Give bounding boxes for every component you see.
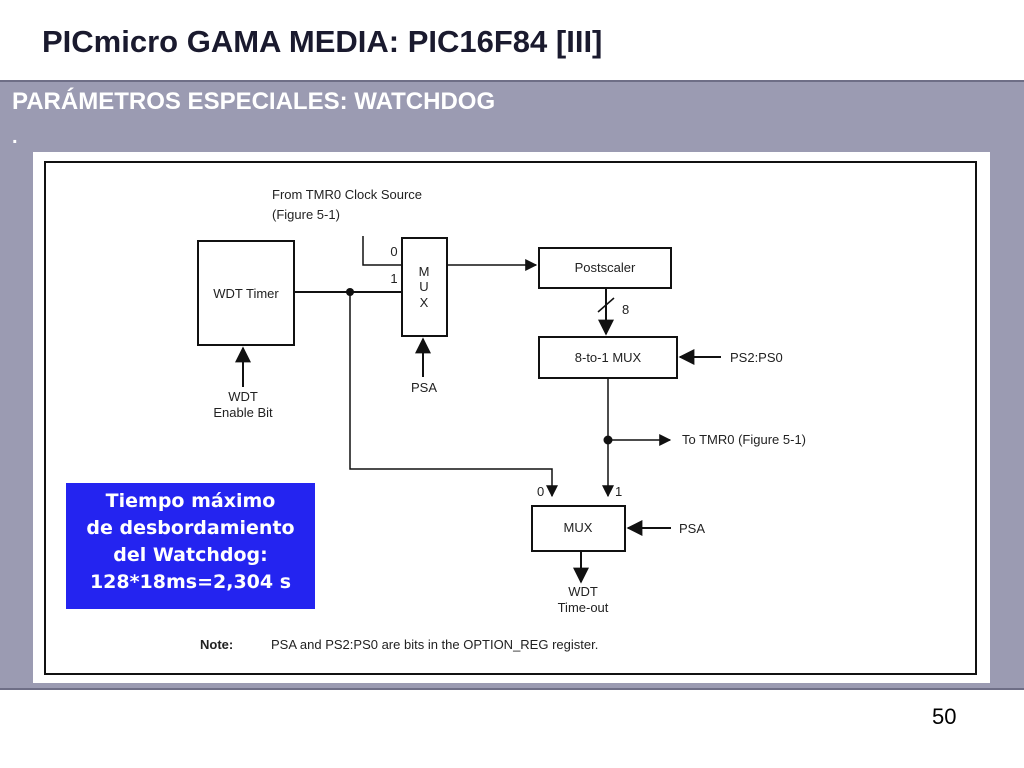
to-tmr0-label: To TMR0 (Figure 5-1) (682, 432, 806, 447)
callout-line-3: del Watchdog: (113, 544, 268, 566)
mux2-input-1: 1 (615, 484, 622, 499)
wdt-timer-label: WDT Timer (213, 286, 279, 301)
wdt-enable-label-1: WDT (228, 389, 258, 404)
bypass-wire (349, 292, 558, 498)
mux1-input-1: 1 (390, 271, 397, 286)
callout-line-1: Tiempo máximo (105, 490, 276, 512)
watchdog-timeout-callout: Tiempo máximo de desbordamiento del Watc… (66, 483, 315, 609)
watchdog-block-diagram: From TMR0 Clock Source (Figure 5-1) WDT … (44, 161, 977, 675)
note-text: PSA and PS2:PS0 are bits in the OPTION_R… (271, 637, 598, 652)
postscaler-block (538, 247, 672, 289)
eight-to-one-mux-block (538, 336, 678, 379)
wdt-enable-label-2: Enable Bit (213, 405, 273, 420)
mux1-input-0: 0 (390, 244, 397, 259)
tmr0-source-label: From TMR0 Clock Source (272, 187, 422, 202)
tmr0-source-figure-ref: (Figure 5-1) (272, 207, 340, 222)
callout-line-4: 128*18ms=2,304 s (89, 571, 292, 593)
tmr0-source-wire (362, 236, 402, 266)
bus-slash (597, 297, 615, 313)
psa-bottom-label: PSA (411, 380, 437, 395)
mux1-letter-u: U (419, 279, 428, 294)
psa-mux-block (401, 237, 448, 337)
mux1-letter-x: X (420, 295, 429, 310)
postscaler-label: Postscaler (575, 260, 636, 275)
timeout-label-1: WDT (568, 584, 598, 599)
ps-select-label: PS2:PS0 (730, 350, 783, 365)
output-mux-block (531, 505, 626, 552)
slide-title: PICmicro GAMA MEDIA: PIC16F84 [III] (42, 24, 603, 59)
mux1-letter-m: M (419, 264, 430, 279)
note-label: Note: (200, 637, 233, 652)
timeout-label-2: Time-out (558, 600, 609, 615)
mux2-input-0: 0 (537, 484, 544, 499)
output-mux-label: MUX (564, 520, 593, 535)
bullet: . (12, 126, 18, 148)
figure-border (44, 161, 977, 675)
callout-line-2: de desbordamiento (86, 517, 295, 539)
wdt-timer-block (197, 240, 295, 346)
bus-width-label: 8 (622, 302, 629, 317)
slide-number: 50 (932, 704, 957, 729)
eight-to-one-mux-label: 8-to-1 MUX (575, 350, 642, 365)
section-subtitle: PARÁMETROS ESPECIALES: WATCHDOG (12, 88, 496, 115)
psa-right-label: PSA (679, 521, 705, 536)
